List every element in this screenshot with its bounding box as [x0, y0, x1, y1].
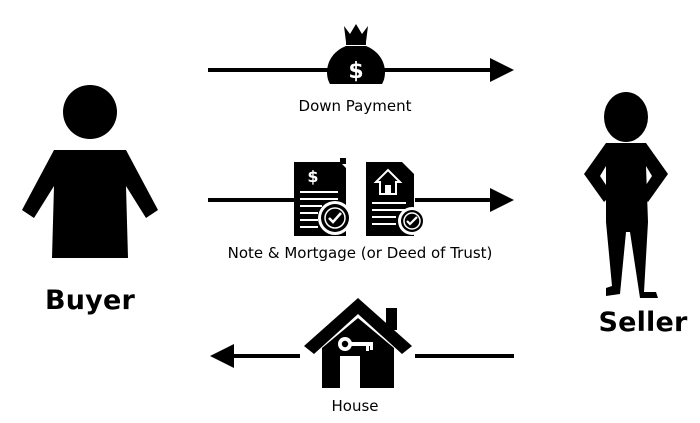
note-mortgage-label: Note & Mortgage (or Deed of Trust): [227, 244, 493, 262]
deed-document-icon: [366, 162, 426, 236]
house-arrow: [210, 344, 514, 368]
key-icon: [338, 337, 373, 351]
seller-figure-icon: [584, 92, 668, 298]
down-payment-label: Down Payment: [298, 97, 412, 115]
note-symbol: $: [307, 167, 318, 186]
seller-label: Seller: [598, 307, 688, 338]
note-document-icon: $: [294, 158, 352, 236]
buyer-figure-icon: [22, 85, 158, 258]
house-label: House: [331, 397, 379, 415]
note-mortgage-arrow: [208, 188, 514, 212]
house-icon: [304, 298, 412, 388]
money-bag-symbol: $: [348, 59, 363, 84]
buyer-label: Buyer: [44, 285, 136, 316]
money-bag-icon: $: [327, 24, 385, 84]
